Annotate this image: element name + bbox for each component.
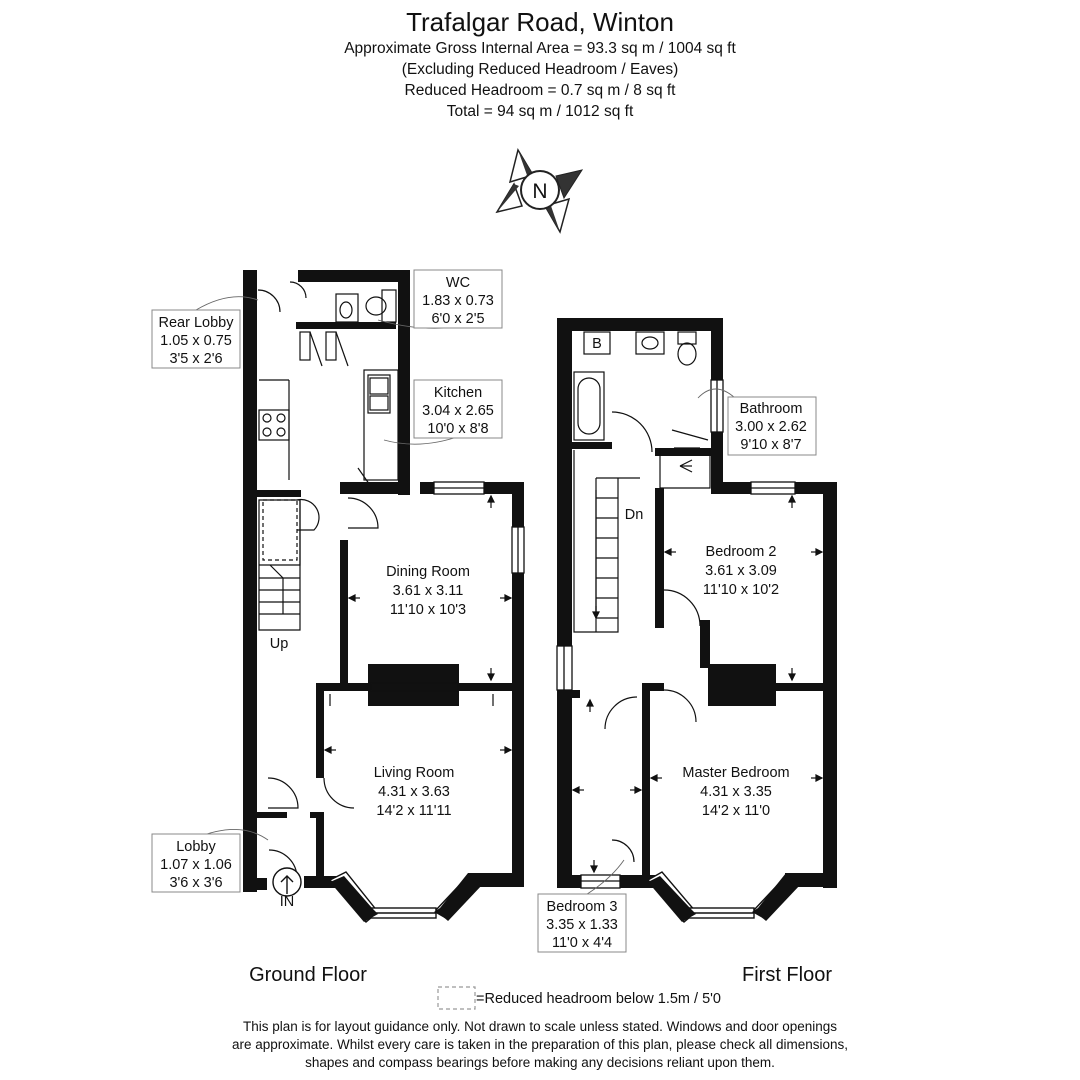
svg-text:Kitchen: Kitchen bbox=[434, 385, 482, 401]
svg-text:14'2 x 11'0: 14'2 x 11'0 bbox=[702, 803, 770, 819]
ground-floor-plan bbox=[243, 270, 525, 923]
svg-text:Living Room: Living Room bbox=[374, 765, 455, 781]
label-rear-lobby: Rear Lobby 1.05 x 0.75 3'5 x 2'6 bbox=[151, 309, 241, 369]
svg-text:4.31 x 3.63: 4.31 x 3.63 bbox=[378, 784, 450, 800]
entrance-arrow-icon bbox=[272, 867, 302, 897]
total-area-line: Total = 94 sq m / 1012 sq ft bbox=[446, 103, 634, 120]
svg-text:4.31 x 3.35: 4.31 x 3.35 bbox=[700, 784, 772, 800]
svg-text:11'10 x 10'3: 11'10 x 10'3 bbox=[390, 602, 466, 618]
stairs-up-label: Up bbox=[270, 636, 289, 652]
svg-text:11'10 x 10'2: 11'10 x 10'2 bbox=[703, 582, 779, 598]
svg-text:Lobby: Lobby bbox=[176, 839, 216, 855]
label-wc: WC 1.83 x 0.73 6'0 x 2'5 bbox=[413, 269, 503, 329]
excluding-line: (Excluding Reduced Headroom / Eaves) bbox=[401, 61, 679, 78]
first-floor-label: First Floor bbox=[742, 964, 832, 986]
gross-area-line: Approximate Gross Internal Area = 93.3 s… bbox=[344, 40, 736, 57]
disclaimer-line-2: are approximate. Whilst every care is ta… bbox=[231, 1037, 849, 1052]
legend: =Reduced headroom below 1.5m / 5'0 bbox=[437, 986, 721, 1010]
plan-header: Trafalgar Road, Winton Approximate Gross… bbox=[0, 6, 1080, 122]
entrance-label: IN bbox=[280, 894, 295, 910]
reduced-headroom-swatch bbox=[437, 986, 476, 1010]
svg-text:Master Bedroom: Master Bedroom bbox=[682, 765, 789, 781]
label-living-room: Living Room 4.31 x 3.63 14'2 x 11'11 bbox=[374, 765, 455, 819]
label-bedroom-3: Bedroom 3 3.35 x 1.33 11'0 x 4'4 bbox=[537, 893, 627, 953]
svg-text:1.83 x 0.73: 1.83 x 0.73 bbox=[422, 293, 494, 309]
compass-letter: N bbox=[532, 180, 547, 203]
svg-text:3'6 x 3'6: 3'6 x 3'6 bbox=[169, 875, 222, 891]
svg-text:Bathroom: Bathroom bbox=[740, 401, 803, 417]
label-kitchen: Kitchen 3.04 x 2.65 10'0 x 8'8 bbox=[413, 379, 503, 439]
label-lobby: Lobby 1.07 x 1.06 3'6 x 3'6 bbox=[151, 833, 241, 893]
label-bathroom: Bathroom 3.00 x 2.62 9'10 x 8'7 bbox=[727, 396, 817, 456]
svg-text:3'5 x 2'6: 3'5 x 2'6 bbox=[169, 351, 222, 367]
svg-text:1.07 x 1.06: 1.07 x 1.06 bbox=[160, 857, 232, 873]
disclaimer: This plan is for layout guidance only. N… bbox=[0, 1018, 1080, 1072]
property-title: Trafalgar Road, Winton bbox=[406, 7, 674, 37]
legend-text: =Reduced headroom below 1.5m / 5'0 bbox=[476, 991, 721, 1007]
svg-text:Dining Room: Dining Room bbox=[386, 564, 470, 580]
label-bedroom-2: Bedroom 2 3.61 x 3.09 11'10 x 10'2 bbox=[703, 544, 779, 598]
svg-text:3.61 x 3.09: 3.61 x 3.09 bbox=[705, 563, 777, 579]
svg-text:Rear Lobby: Rear Lobby bbox=[159, 315, 235, 331]
boiler-label: B bbox=[592, 336, 602, 352]
svg-text:Bedroom 3: Bedroom 3 bbox=[547, 899, 618, 915]
stairs-down-label: Dn bbox=[625, 507, 644, 523]
svg-text:1.05 x 0.75: 1.05 x 0.75 bbox=[160, 333, 232, 349]
svg-text:3.35 x 1.33: 3.35 x 1.33 bbox=[546, 917, 618, 933]
first-floor-plan bbox=[556, 318, 837, 923]
svg-text:9'10 x 8'7: 9'10 x 8'7 bbox=[740, 437, 801, 453]
label-dining-room: Dining Room 3.61 x 3.11 11'10 x 10'3 bbox=[386, 564, 470, 618]
svg-text:6'0 x 2'5: 6'0 x 2'5 bbox=[431, 311, 484, 327]
reduced-headroom-line: Reduced Headroom = 0.7 sq m / 8 sq ft bbox=[404, 82, 676, 99]
svg-text:3.00 x 2.62: 3.00 x 2.62 bbox=[735, 419, 807, 435]
disclaimer-line-1: This plan is for layout guidance only. N… bbox=[242, 1019, 838, 1034]
svg-text:WC: WC bbox=[446, 275, 470, 291]
svg-text:11'0 x 4'4: 11'0 x 4'4 bbox=[552, 935, 612, 951]
svg-text:3.61 x 3.11: 3.61 x 3.11 bbox=[393, 583, 464, 599]
svg-text:Bedroom 2: Bedroom 2 bbox=[706, 544, 777, 560]
disclaimer-line-3: shapes and compass bearings before makin… bbox=[305, 1055, 775, 1070]
svg-text:3.04 x 2.65: 3.04 x 2.65 bbox=[422, 403, 494, 419]
ground-floor-label: Ground Floor bbox=[249, 964, 367, 986]
svg-text:14'2 x 11'11: 14'2 x 11'11 bbox=[376, 803, 451, 819]
label-master-bedroom: Master Bedroom 4.31 x 3.35 14'2 x 11'0 bbox=[682, 765, 789, 819]
svg-text:10'0 x 8'8: 10'0 x 8'8 bbox=[427, 421, 488, 437]
compass-icon: N bbox=[495, 148, 584, 234]
